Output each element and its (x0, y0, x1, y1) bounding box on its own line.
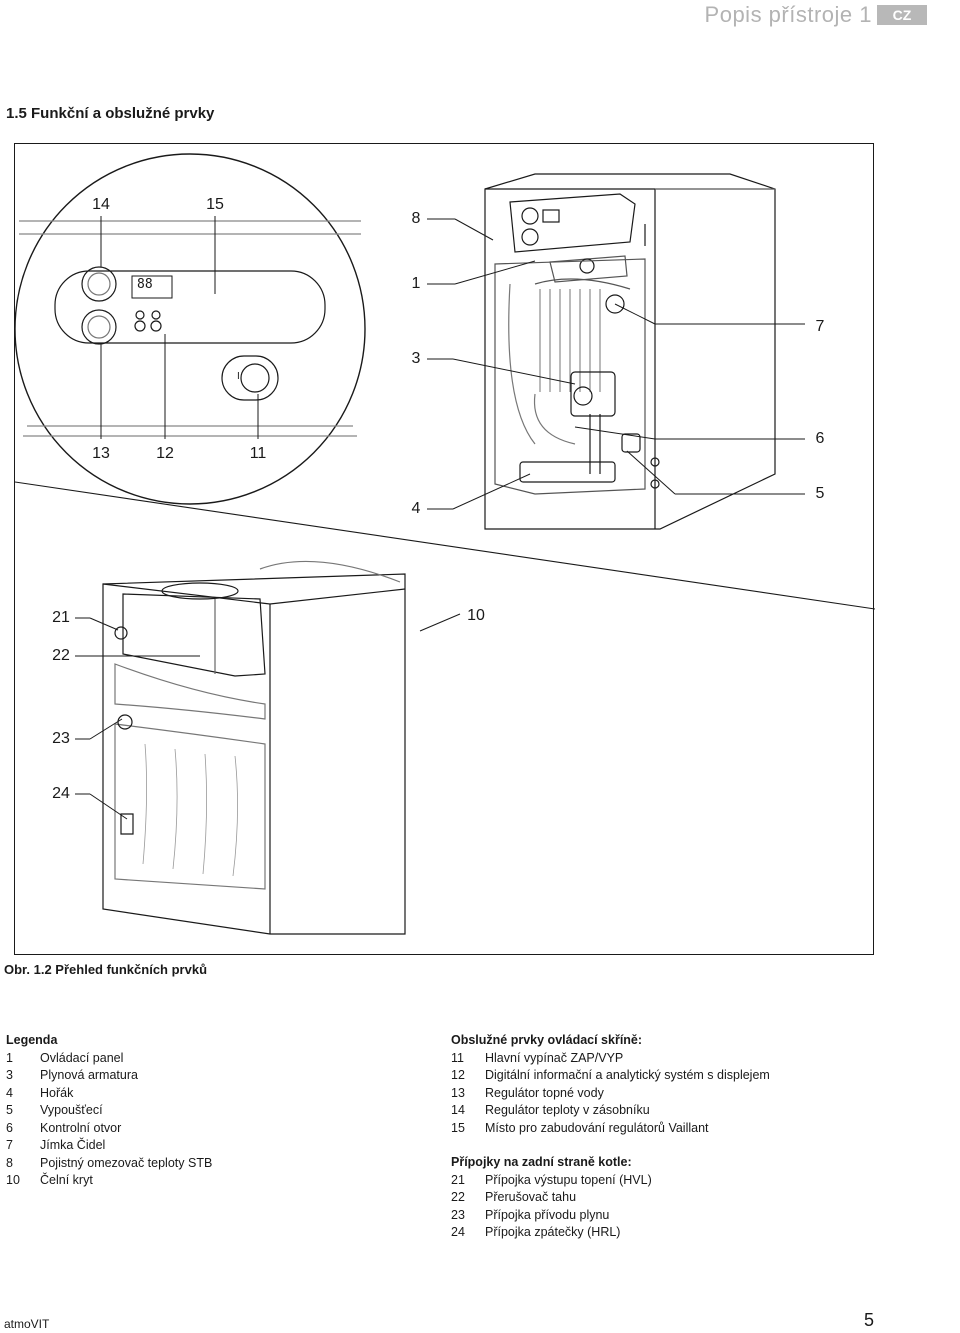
display-window (131, 275, 173, 299)
legend-item: 4 Hořák (6, 1085, 386, 1103)
legend-item: 13 Regulátor topné vody (451, 1085, 951, 1103)
legend-item: 24 Přípojka zpátečky (HRL) (451, 1224, 951, 1242)
legend-text: Kontrolní otvor (40, 1120, 122, 1135)
main-switch-housing (221, 355, 279, 401)
callout-10: 10 (467, 607, 485, 624)
legend-text: Jímka Čidel (40, 1138, 106, 1152)
storage-temp-knob (81, 266, 117, 302)
legend-text: Přípojka výstupu topení (HVL) (485, 1172, 652, 1187)
legend-text: Čelní kryt (40, 1173, 93, 1187)
legend-item: 15 Místo pro zabudování regulátorů Vailla… (451, 1120, 951, 1138)
legend-num: 8 (6, 1155, 13, 1170)
legend-num: 21 (451, 1172, 465, 1187)
legend-item: 5 Vypoušťecí (6, 1102, 386, 1120)
legend-num: 24 (451, 1225, 465, 1239)
legend-text: Přípojka zpátečky (HRL) (485, 1225, 621, 1239)
boiler-rear-outline (102, 573, 406, 935)
legend-num: 7 (6, 1138, 13, 1152)
legend-text: Vypoušťecí (40, 1103, 103, 1117)
section-heading: 1.5 Funkční a obslužné prvky (6, 105, 215, 122)
legend-num: 12 (451, 1068, 465, 1082)
callout-7: 7 (815, 318, 825, 335)
callout-22: 22 (52, 647, 70, 664)
legend-text: Regulátor teploty v zásobníku (485, 1103, 650, 1117)
legend-num: 3 (6, 1068, 13, 1082)
legend-text: Přerušovač tahu (485, 1190, 577, 1204)
legend-num: 14 (451, 1103, 465, 1117)
callout-5: 5 (815, 485, 825, 502)
callout-8: 8 (411, 210, 421, 227)
legend-num: 10 (6, 1173, 20, 1187)
callout-12: 12 (156, 445, 174, 462)
draught-diverter (122, 593, 266, 677)
legend-item: 14 Regulátor teploty v zásobníku (451, 1102, 951, 1120)
legend-num: 11 (451, 1050, 464, 1065)
switch-mark: I (237, 371, 240, 382)
control-panel-body (54, 270, 326, 344)
callout-13: 13 (92, 445, 110, 462)
language-badge: CZ (877, 5, 927, 25)
legend-text: Hlavní vypínač ZAP/VYP (485, 1050, 624, 1065)
boiler-illustration (15, 153, 875, 935)
legend-text: Regulátor topné vody (485, 1085, 604, 1100)
legend-text: Přípojka přívodu plynu (485, 1207, 610, 1222)
page-number: 5 (863, 1310, 874, 1330)
callout-23: 23 (52, 730, 70, 747)
display-digits: 88 (137, 277, 153, 292)
main-switch (240, 363, 270, 393)
legend-item: 21 Přípojka výstupu topení (HVL) (451, 1172, 951, 1190)
callout-6: 6 (815, 430, 825, 447)
figure-frame: 88 I 14 15 8 1 7 3 6 13 12 11 5 4 21 10 … (14, 143, 875, 955)
legend-num: 5 (6, 1103, 13, 1117)
legend-num: 13 (451, 1085, 465, 1100)
zoom-circle (15, 153, 366, 505)
legend-item: 7 Jímka Čidel (6, 1137, 386, 1155)
legend-item: 8 Pojistný omezovač teploty STB (6, 1155, 386, 1173)
legend-text: Ovládací panel (40, 1050, 124, 1065)
callout-11: 11 (249, 445, 267, 462)
legend-item: 23 Přípojka přívodu plynu (451, 1207, 951, 1225)
controls-legend: Obslužné prvky ovládací skříně: 11 Hlavní… (451, 1032, 951, 1242)
legend-num: 6 (6, 1120, 13, 1135)
controls-heading: Obslužné prvky ovládací skříně: (451, 1033, 643, 1047)
legend-text: Digitální informační a analytický systém… (485, 1068, 770, 1082)
callout-1: 1 (411, 275, 421, 292)
figure-caption: Obr. 1.2 Přehled funkčních prvků (4, 962, 208, 977)
legend-num: 15 (451, 1120, 465, 1135)
legend-text: Pojistný omezovač teploty STB (40, 1155, 213, 1170)
burner (519, 461, 616, 483)
boiler-control-box (509, 193, 636, 253)
gas-valve (570, 371, 616, 417)
legend-item: 12 Digitální informační a analytický syst… (451, 1067, 951, 1085)
callout-4: 4 (411, 500, 421, 517)
legend-text: Místo pro zabudování regulátorů Vaillant (485, 1120, 709, 1135)
legend-num: 23 (451, 1207, 465, 1222)
legend-item: 3 Plynová armatura (6, 1067, 386, 1085)
callout-3: 3 (411, 350, 421, 367)
footer-brand: atmoVIT (4, 1317, 50, 1331)
legend-item: 1 Ovládací panel (6, 1050, 386, 1068)
callout-14: 14 (92, 196, 110, 213)
legend-item: 10 Čelní kryt (6, 1172, 386, 1190)
heating-temp-knob (81, 309, 117, 345)
legend-item: 22 Přerušovač tahu (451, 1189, 951, 1207)
legend-item: 11 Hlavní vypínač ZAP/VYP (451, 1050, 951, 1068)
legend-num: 1 (6, 1050, 13, 1065)
connections-heading: Přípojky na zadní straně kotle: (451, 1155, 632, 1169)
legend-num: 4 (6, 1085, 13, 1100)
legend-text: Plynová armatura (40, 1068, 138, 1082)
header-title: Popis přístroje 1 (704, 2, 872, 27)
legend-item: 6 Kontrolní otvor (6, 1120, 386, 1138)
legend-text: Hořák (40, 1085, 74, 1100)
callout-21: 21 (52, 609, 70, 626)
legend-num: 22 (451, 1190, 465, 1204)
boiler-front-outline (484, 173, 776, 530)
legend: Legenda 1 Ovládací panel 3 Plynová armatur… (6, 1032, 386, 1190)
callout-15: 15 (206, 196, 224, 213)
legend-heading: Legenda (6, 1033, 58, 1047)
callout-24: 24 (52, 785, 70, 802)
